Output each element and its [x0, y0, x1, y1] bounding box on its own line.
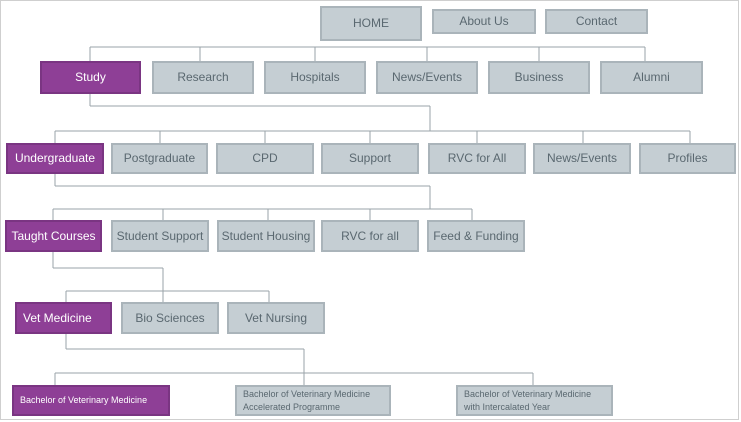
nav-taught-courses[interactable]: Taught Courses — [5, 220, 102, 252]
bvetmed-intercalated-line2: with Intercalated Year — [464, 401, 551, 412]
nav-feed-funding[interactable]: Feed & Funding — [427, 220, 525, 252]
nav-hospitals[interactable]: Hospitals — [264, 61, 366, 94]
nav-news-events-2[interactable]: News/Events — [533, 143, 631, 174]
nav-alumni[interactable]: Alumni — [600, 61, 703, 94]
nav-bio-sciences[interactable]: Bio Sciences — [121, 302, 219, 334]
bvetmed-label: Bachelor of Veterinary Medicine — [20, 394, 147, 406]
nav-bvetmed-accelerated[interactable]: Bachelor of Veterinary Medicine Accelera… — [235, 385, 391, 416]
nav-business[interactable]: Business — [488, 61, 590, 94]
nav-support[interactable]: Support — [321, 143, 419, 174]
bvetmed-intercalated-label: Bachelor of Veterinary Medicine with Int… — [464, 388, 591, 412]
bvetmed-accelerated-label: Bachelor of Veterinary Medicine Accelera… — [243, 388, 370, 412]
nav-student-housing[interactable]: Student Housing — [217, 220, 315, 252]
nav-undergraduate[interactable]: Undergraduate — [6, 143, 104, 174]
nav-news-events[interactable]: News/Events — [376, 61, 478, 94]
home-button[interactable]: HOME — [320, 6, 422, 41]
nav-research[interactable]: Research — [152, 61, 254, 94]
nav-student-support[interactable]: Student Support — [111, 220, 209, 252]
bvetmed-line1: Bachelor of Veterinary Medicine — [20, 395, 148, 406]
bvetmed-accelerated-line1: Bachelor of Veterinary Medicine — [243, 389, 371, 400]
nav-profiles[interactable]: Profiles — [639, 143, 736, 174]
nav-cpd[interactable]: CPD — [216, 143, 314, 174]
nav-postgraduate[interactable]: Postgraduate — [111, 143, 208, 174]
about-us-button[interactable]: About Us — [432, 9, 536, 34]
nav-bvetmed[interactable]: Bachelor of Veterinary Medicine — [12, 385, 170, 416]
nav-bvetmed-intercalated[interactable]: Bachelor of Veterinary Medicine with Int… — [456, 385, 613, 416]
nav-vet-medicine[interactable]: Vet Medicine — [15, 302, 112, 334]
nav-vet-nursing[interactable]: Vet Nursing — [227, 302, 325, 334]
contact-button[interactable]: Contact — [545, 9, 648, 34]
nav-rvc-for-all[interactable]: RVC for All — [428, 143, 526, 174]
bvetmed-accelerated-line2: Accelerated Programme — [243, 401, 341, 412]
nav-study[interactable]: Study — [40, 61, 141, 94]
nav-rvc-for-all-3[interactable]: RVC for all — [321, 220, 419, 252]
bvetmed-intercalated-line1: Bachelor of Veterinary Medicine — [464, 389, 592, 400]
